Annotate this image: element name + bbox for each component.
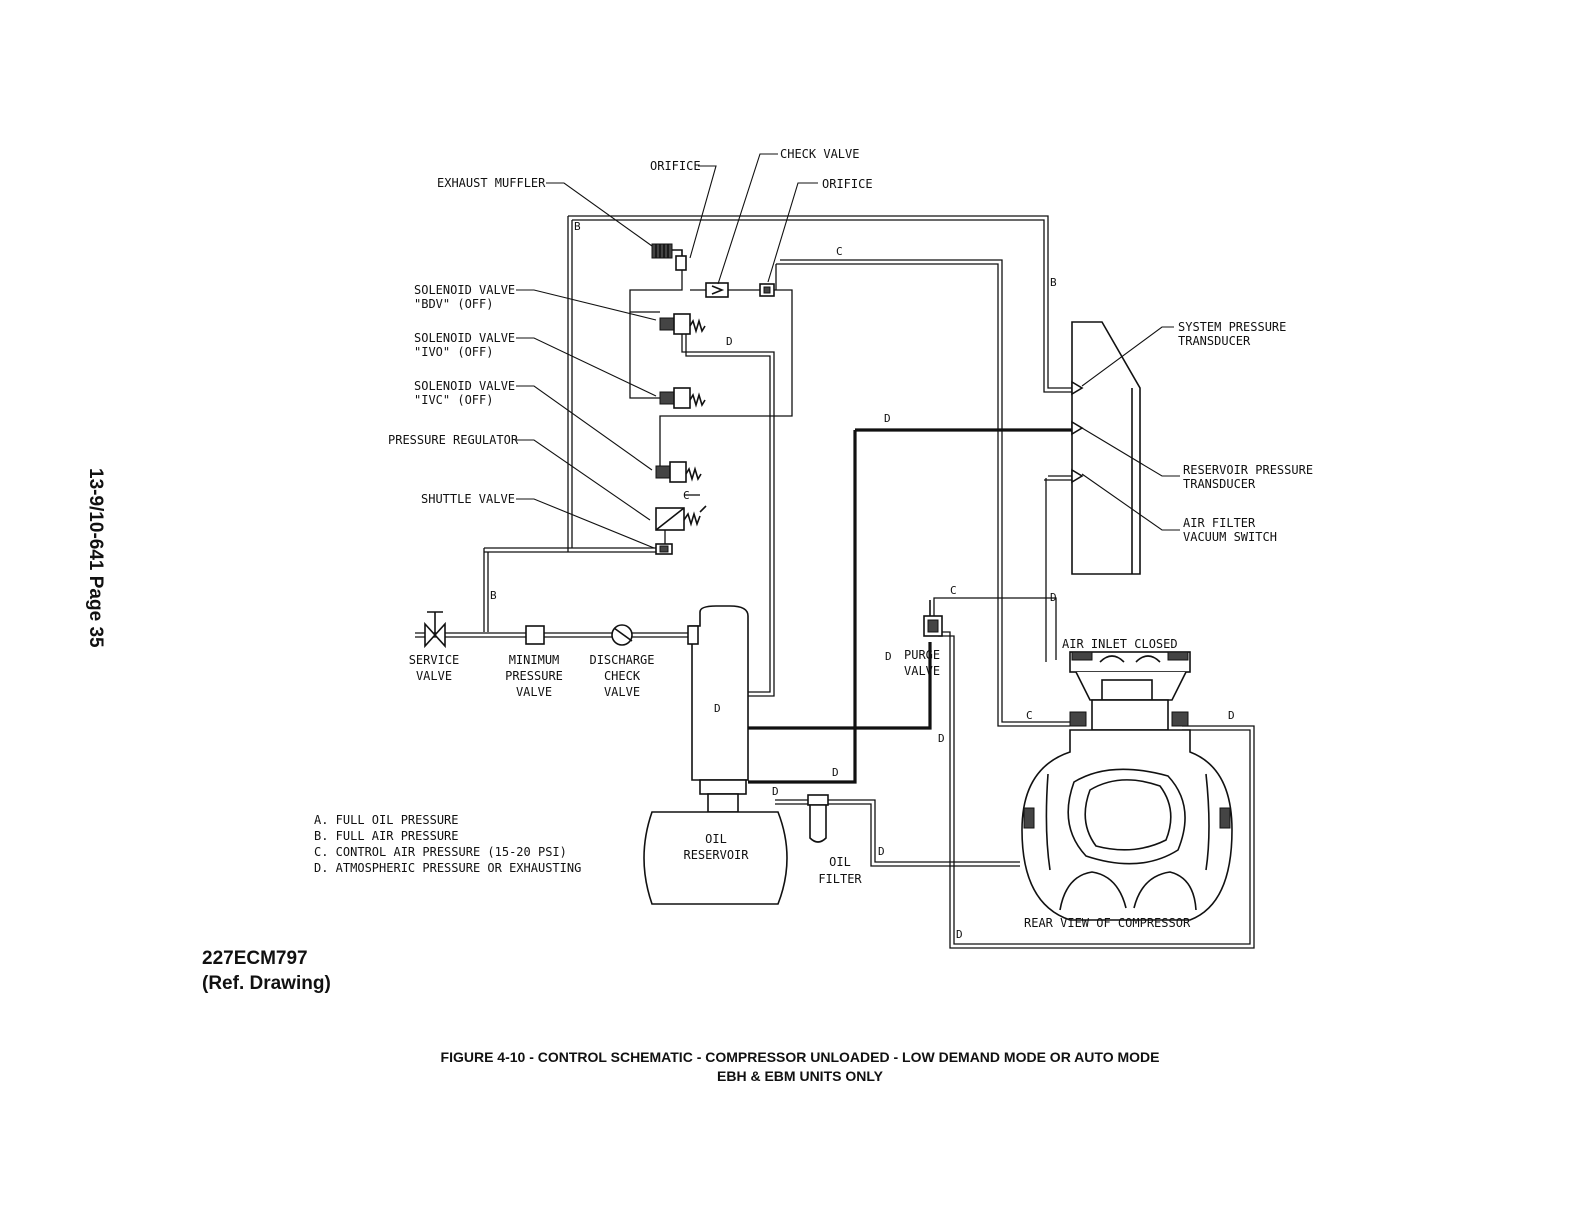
label-air-filter-1: AIR FILTER — [1183, 516, 1256, 530]
service-valve-icon — [424, 611, 446, 649]
label-oil-reservoir-1: OIL — [705, 832, 727, 846]
code-d: D — [714, 702, 721, 715]
ref-note: (Ref. Drawing) — [202, 973, 331, 994]
b-lines — [483, 215, 1080, 632]
system-pressure-panel — [1071, 321, 1141, 575]
label-exhaust-muffler: EXHAUST MUFFLER — [437, 176, 546, 190]
discharge-check-valve-icon — [611, 624, 633, 646]
label-sv-bdv-1: SOLENOID VALVE — [414, 283, 515, 297]
label-sv-ivo-1: SOLENOID VALVE — [414, 331, 515, 345]
c-lines — [629, 259, 1070, 727]
solenoid-ivo-icon — [659, 387, 706, 409]
orifice-icon — [672, 249, 687, 271]
component-labels: ORIFICE CHECK VALVE ORIFICE EXHAUST MUFF… — [388, 147, 1313, 930]
label-shuttle-valve: SHUTTLE VALVE — [421, 492, 515, 506]
label-discharge-check-2: CHECK — [604, 669, 641, 683]
legend-item-b: B. FULL AIR PRESSURE — [314, 829, 459, 843]
code-d: D — [726, 335, 733, 348]
oil-filter-icon — [807, 794, 829, 843]
label-sv-ivc-2: "IVC" (OFF) — [414, 393, 493, 407]
label-sv-ivc-1: SOLENOID VALVE — [414, 379, 515, 393]
label-discharge-check-3: VALVE — [604, 685, 640, 699]
label-pressure-regulator: PRESSURE REGULATOR — [388, 433, 519, 447]
code-d: D — [772, 785, 779, 798]
d-lines — [681, 320, 1255, 949]
label-air-filter-2: VACUUM SWITCH — [1183, 530, 1277, 544]
compressor-rear-view — [1021, 729, 1233, 921]
code-c: C — [1026, 709, 1033, 722]
code-d: D — [938, 732, 945, 745]
solenoid-bdv-icon — [659, 313, 706, 335]
code-b: B — [490, 589, 497, 602]
orifice-2-icon — [759, 283, 775, 297]
separator-tank — [687, 605, 749, 813]
code-d: D — [878, 845, 885, 858]
caption-line-2: EBH & EBM UNITS ONLY — [717, 1068, 883, 1084]
code-d: D — [1228, 709, 1235, 722]
label-sv-bdv-2: "BDV" (OFF) — [414, 297, 493, 311]
exhaust-muffler-icon — [651, 243, 673, 259]
code-c: C — [836, 245, 843, 258]
legend-item-d: D. ATMOSPHERIC PRESSURE OR EXHAUSTING — [314, 861, 581, 875]
label-service-valve-1: SERVICE — [409, 653, 460, 667]
code-d: D — [1050, 591, 1057, 604]
label-orifice-2: ORIFICE — [822, 177, 873, 191]
figure-caption: FIGURE 4-10 - CONTROL SCHEMATIC - COMPRE… — [300, 1048, 1300, 1086]
pressure-regulator-icon — [655, 505, 707, 531]
purge-valve-icon — [923, 600, 943, 637]
label-orifice-1: ORIFICE — [650, 159, 701, 173]
main-discharge-line — [415, 632, 700, 638]
code-d: D — [832, 766, 839, 779]
code-c: C — [683, 489, 690, 502]
label-check-valve: CHECK VALVE — [780, 147, 859, 161]
leader-lines — [516, 153, 1180, 549]
minimum-pressure-valve-icon — [525, 625, 545, 645]
label-oil-filter-2: FILTER — [818, 872, 862, 886]
caption-line-1: FIGURE 4-10 - CONTROL SCHEMATIC - COMPRE… — [440, 1049, 1160, 1065]
check-valve-icon — [705, 282, 729, 298]
reference-drawing: 227ECM797 (Ref. Drawing) — [202, 946, 331, 996]
code-b: B — [574, 220, 581, 233]
label-service-valve-2: VALVE — [416, 669, 452, 683]
air-inlet-valve — [1069, 651, 1191, 731]
code-c: C — [950, 584, 957, 597]
label-min-pressure-3: VALVE — [516, 685, 552, 699]
label-purge-valve-1: PURGE — [904, 648, 940, 662]
label-reservoir-pressure-1: RESERVOIR PRESSURE — [1183, 463, 1313, 477]
label-oil-reservoir-2: RESERVOIR — [683, 848, 749, 862]
code-d: D — [956, 928, 963, 941]
label-system-pressure-1: SYSTEM PRESSURE — [1178, 320, 1286, 334]
code-b: B — [1050, 276, 1057, 289]
label-reservoir-pressure-2: TRANSDUCER — [1183, 477, 1256, 491]
line-code-letters: B B B C C C C D D D D D D D D D D D — [490, 220, 1235, 941]
ref-number: 227ECM797 — [202, 948, 308, 969]
label-air-inlet-closed: AIR INLET CLOSED — [1062, 637, 1178, 651]
label-sv-ivo-2: "IVO" (OFF) — [414, 345, 493, 359]
solenoid-ivc-icon — [655, 461, 702, 483]
label-min-pressure-1: MINIMUM — [509, 653, 560, 667]
label-min-pressure-2: PRESSURE — [505, 669, 563, 683]
label-oil-filter-1: OIL — [829, 855, 851, 869]
label-rear-view: REAR VIEW OF COMPRESSOR — [1024, 916, 1191, 930]
legend: A. FULL OIL PRESSURE B. FULL AIR PRESSUR… — [314, 813, 581, 875]
legend-item-c: C. CONTROL AIR PRESSURE (15-20 PSI) — [314, 845, 567, 859]
code-d: D — [885, 650, 892, 663]
label-discharge-check-1: DISCHARGE — [589, 653, 654, 667]
label-purge-valve-2: VALVE — [904, 664, 940, 678]
shuttle-valve-icon — [655, 543, 673, 555]
legend-item-a: A. FULL OIL PRESSURE — [314, 813, 459, 827]
label-system-pressure-2: TRANSDUCER — [1178, 334, 1251, 348]
code-d: D — [884, 412, 891, 425]
oil-reservoir — [643, 811, 788, 905]
